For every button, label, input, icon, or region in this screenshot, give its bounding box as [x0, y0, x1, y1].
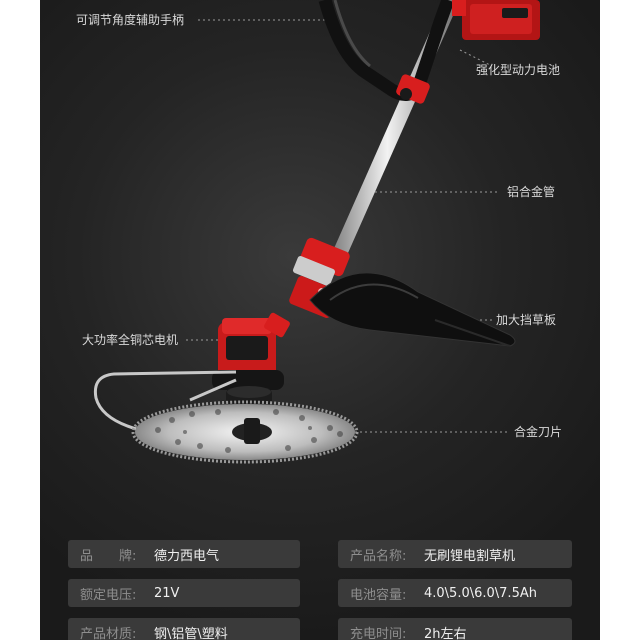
- callout-motor: 大功率全铜芯电机: [82, 333, 179, 347]
- callout-tube: 铝合金管: [507, 185, 556, 199]
- brush-cutter-image: [93, 0, 540, 464]
- spec-brand: 品 牌: 德力西电气: [68, 540, 300, 568]
- callout-battery: 强化型动力电池: [476, 63, 561, 77]
- callout-blade: 合金刀片: [514, 425, 563, 439]
- spec-rated-voltage: 额定电压: 21V: [68, 579, 300, 607]
- spec-key: 电池容量:: [350, 587, 407, 603]
- spec-value: 2h左右: [424, 626, 467, 640]
- spec-charge-time: 充电时间: 2h左右: [338, 618, 572, 640]
- spec-value: 4.0\5.0\6.0\7.5Ah: [424, 585, 537, 601]
- spec-value: 德力西电气: [154, 548, 220, 564]
- spec-value: 钢\铝管\塑料: [154, 626, 228, 640]
- product-panel: 可调节角度辅助手柄 强化型动力电池 铝合金管 大功率全铜芯电机 加大挡草板 合金…: [40, 0, 600, 640]
- spec-key: 充电时间:: [350, 626, 407, 640]
- callout-handle: 可调节角度辅助手柄: [76, 13, 185, 27]
- spec-key: 额定电压:: [80, 587, 137, 603]
- spec-key: 产品材质:: [80, 626, 137, 640]
- spec-value: 21V: [154, 585, 180, 601]
- spec-value: 无刷锂电割草机: [424, 548, 516, 564]
- spec-key: 品 牌:: [80, 548, 137, 564]
- spec-key: 产品名称:: [350, 548, 407, 564]
- spec-material: 产品材质: 钢\铝管\塑料: [68, 618, 300, 640]
- spec-battery-capacity: 电池容量: 4.0\5.0\6.0\7.5Ah: [338, 579, 572, 607]
- spec-product-name: 产品名称: 无刷锂电割草机: [338, 540, 572, 568]
- callout-guard: 加大挡草板: [496, 313, 557, 327]
